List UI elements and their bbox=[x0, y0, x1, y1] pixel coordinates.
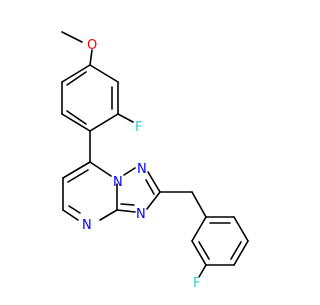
bond-upper-ring-inner-3 bbox=[66, 71, 87, 86]
bond-pyr-6 bbox=[89, 161, 112, 177]
bond-upper-ring-4 bbox=[61, 113, 91, 132]
bond-tri-4-inner bbox=[120, 203, 135, 206]
para-fluorine-label: F bbox=[193, 276, 200, 291]
bond-lower-ring-fluorine bbox=[198, 264, 207, 278]
bond-pyr-1 bbox=[62, 161, 91, 179]
bond-tri-1 bbox=[123, 167, 136, 176]
bond-pyr-4 bbox=[99, 209, 118, 221]
bond-pyr-1-inner bbox=[67, 169, 89, 183]
bond-tri-2 bbox=[147, 171, 161, 193]
bond-pyr-3-inner bbox=[68, 205, 81, 214]
bond-lower-ring-5 bbox=[191, 240, 207, 266]
atom-labels: O F N N N N F bbox=[82, 38, 200, 291]
bond-lower-ring-3 bbox=[233, 240, 249, 266]
nitrogen-label-3: N bbox=[136, 207, 146, 222]
bond-upper-ring-1 bbox=[89, 64, 119, 83]
bond-tri-2-inner bbox=[145, 179, 155, 195]
bond-tri-4 bbox=[116, 209, 136, 213]
bond-lower-ring-inner-2 bbox=[230, 241, 242, 260]
nitrogen-label-4: N bbox=[82, 218, 92, 233]
bond-lines bbox=[61, 31, 249, 278]
molecule-structure-diagram: O F N N N N F bbox=[61, 31, 249, 291]
bond-upper-ring-inner-2 bbox=[66, 110, 87, 125]
molecule-svg: O F N N N N F bbox=[61, 31, 249, 291]
bond-pyr-3 bbox=[62, 209, 79, 221]
bond-ch2-ring bbox=[191, 191, 207, 218]
bond-tri-3 bbox=[146, 191, 161, 210]
bond-upper-ring-6 bbox=[61, 64, 91, 83]
bond-methyl-oxygen bbox=[61, 31, 83, 43]
bond-lower-ring-2 bbox=[233, 216, 249, 242]
bond-upper-ring-3 bbox=[89, 113, 119, 132]
bond-oxygen-ring bbox=[89, 49, 93, 66]
bond-lower-ring-inner-3 bbox=[198, 241, 210, 260]
oxygen-label: O bbox=[87, 38, 97, 53]
nitrogen-label-1: N bbox=[113, 175, 123, 190]
bond-lower-ring-6 bbox=[191, 216, 207, 242]
aryl-fluorine-label: F bbox=[135, 120, 142, 135]
bond-ring-fluorine bbox=[117, 113, 134, 123]
nitrogen-label-2: N bbox=[137, 162, 147, 177]
